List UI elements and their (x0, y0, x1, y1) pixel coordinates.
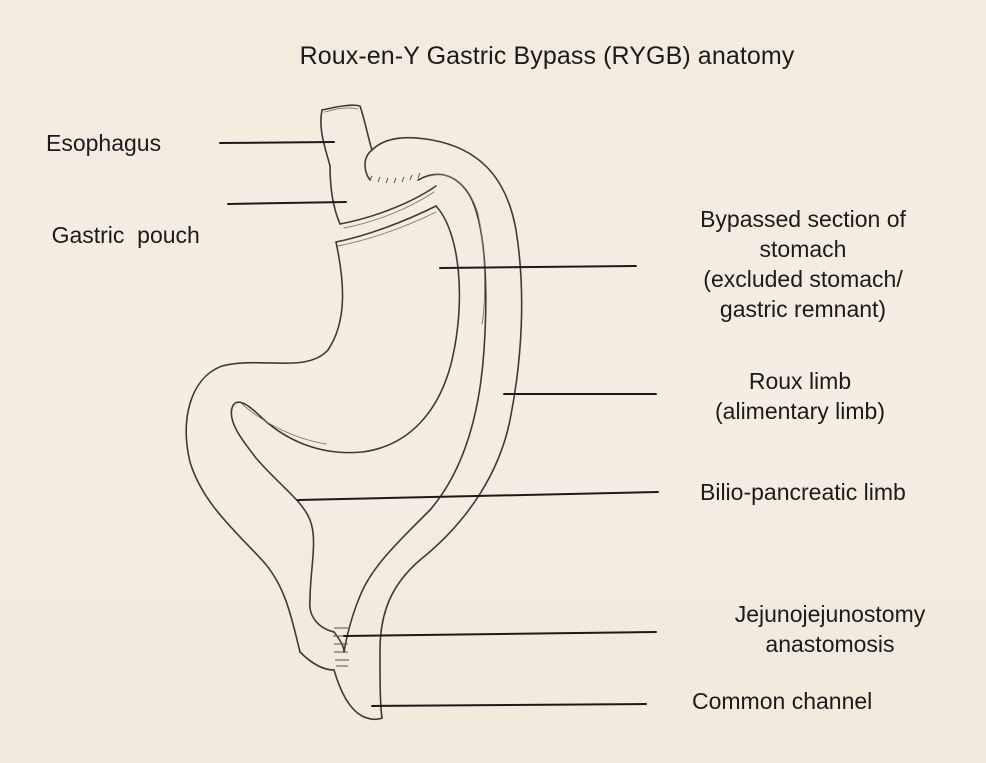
jejunojejunostomy-label: Jejunojejunostomy anastomosis (735, 599, 926, 659)
title-text: Roux-en-Y Gastric Bypass (RYGB) anatomy (299, 42, 795, 70)
common-channel-leader-line (371, 703, 647, 707)
jejunojejunostomy-line-2: anastomosis (765, 631, 895, 657)
common-channel-sketch (333, 627, 383, 721)
roux-limb-line-2: (alimentary limb) (715, 398, 885, 424)
bypassed-stomach-sketch (185, 205, 461, 653)
bypassed-stomach-leader-line (439, 265, 637, 269)
roux-limb-label: Roux limb (alimentary limb) (715, 366, 885, 426)
diagram-title: Roux-en-Y Gastric Bypass (RYGB) anatomy (0, 42, 986, 71)
roux-limb-line-1: Roux limb (748, 368, 852, 394)
gastric-pouch-leader-line (227, 201, 347, 205)
roux-limb-sketch (343, 136, 523, 719)
bilio-pancreatic-limb-sketch (299, 599, 335, 671)
bypassed-stomach-line-4: gastric remnant) (719, 296, 887, 322)
bilio-pancreatic-limb-label-text: Bilio-pancreatic limb (700, 479, 906, 505)
bilio-pancreatic-limb-label: Bilio-pancreatic limb (700, 477, 906, 507)
esophagus-leader-line (219, 141, 335, 144)
bypassed-stomach-label: Bypassed section of stomach (excluded st… (700, 204, 906, 324)
gastric-pouch-sketch (329, 149, 437, 229)
esophagus-label: Esophagus (46, 128, 161, 158)
gastric-pouch-label-text: Gastric pouch (51, 222, 200, 248)
bypassed-stomach-line-2: stomach (759, 236, 847, 262)
common-channel-label: Common channel (692, 686, 872, 716)
jejunojejunostomy-leader-line (343, 631, 657, 637)
gastric-pouch-label: Gastric pouch (26, 190, 200, 280)
esophagus-label-text: Esophagus (46, 130, 162, 156)
common-channel-label-text: Common channel (692, 688, 873, 714)
bypassed-stomach-line-1: Bypassed section of (700, 206, 906, 232)
bilio-pancreatic-limb-leader-line (297, 491, 659, 501)
esophagus-sketch (320, 104, 373, 167)
jejunojejunostomy-line-1: Jejunojejunostomy (734, 601, 926, 627)
bypassed-stomach-line-3: (excluded stomach/ (703, 266, 903, 292)
